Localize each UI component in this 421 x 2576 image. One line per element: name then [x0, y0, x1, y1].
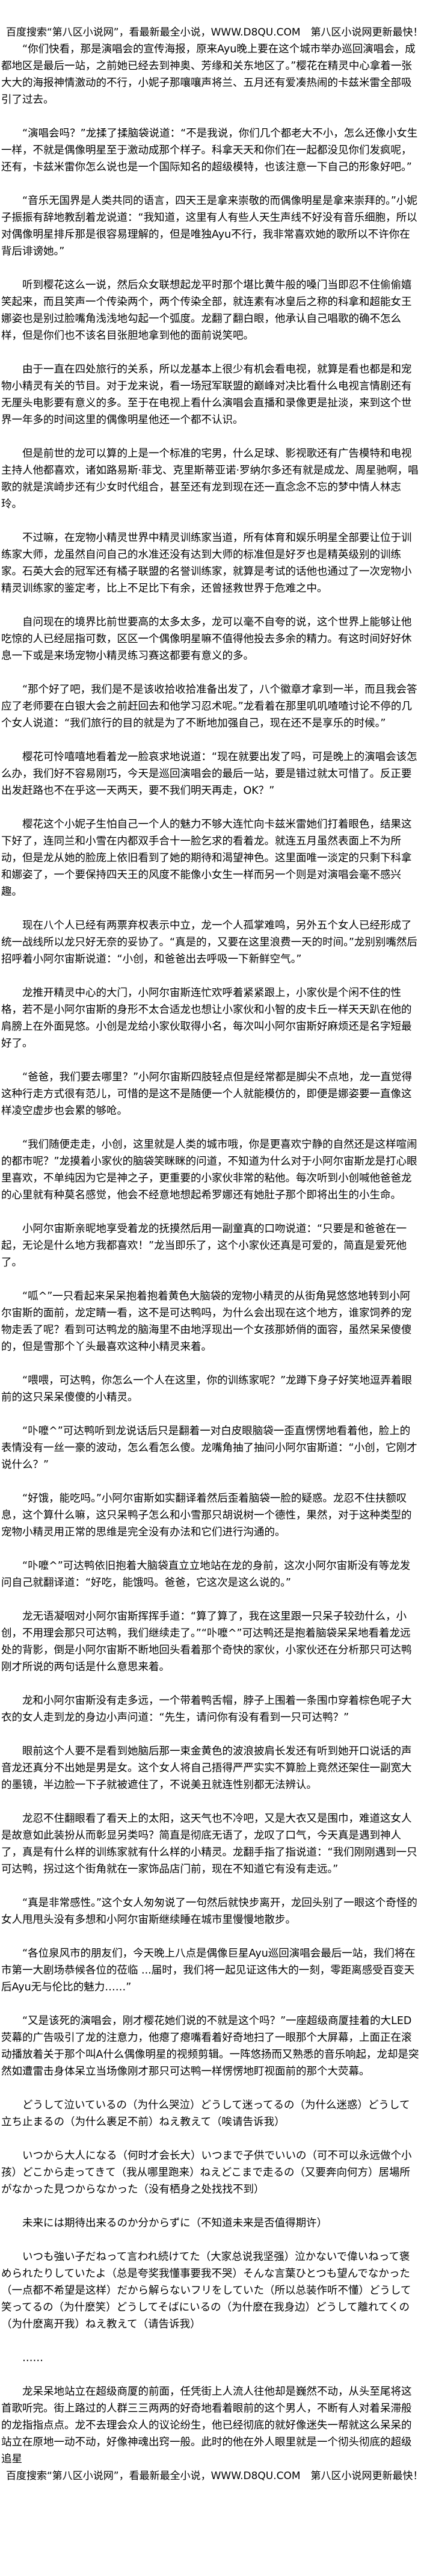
story-paragraph: 龙无语凝咽对小阿尔宙斯挥挥手道：“算了算了，我在这里跟一只呆子较劲什么，小创，不… [1, 1611, 412, 1673]
site-banner-top: 百度搜索“第八区小说网”，看最新最全小说，WWW.D8QU.COM 第八区小说网… [6, 26, 421, 39]
story-paragraph: “又是该死的演唱会，刚才樱花她们说的不就是这个吗？”一座超级商厦挂着的大LED荧… [1, 2015, 419, 2078]
story-paragraph: “各位泉风市的朋友们，今天晚上八点是偶像巨星Ayu巡回演唱会最后一站，我们将在市… [1, 1948, 416, 1993]
story-paragraph: 龙和小阿尔宙斯没有走多远，一个带着鸭舌帽，脖子上围着一条围巾穿着棕色呢子大衣的女… [1, 1695, 412, 1724]
story-paragraph: “音乐无国界是人类共同的语言，四天王是拿来崇敬的而偶像明星是拿来崇拜的。”小妮子… [1, 195, 417, 258]
story-paragraph: …… [22, 2352, 43, 2364]
story-paragraph: 龙忍不住翻眼看了看天上的太阳，这天气也不冷吧，又是大衣又是围巾，难道这女人是故意… [1, 1813, 417, 1875]
site-banner-bottom: 百度搜索“第八区小说网”，看最新最全小说，WWW.D8QU.COM 第八区小说网… [6, 2470, 421, 2482]
story-paragraph: “爸爸，我们要去哪里？”小阿尔宙斯四肢轻点但是经常都是脚尖不点地，龙一直觉得这种… [1, 1071, 413, 1117]
story-paragraph: “卟嚒^”可达鸭依旧抱着大脑袋直立立地站在龙的身前，这次小阿尔宙斯没有等龙发问自… [1, 1560, 411, 1589]
story-paragraph: どうして泣いているの（为什么哭泣）どうして迷ってるの（为什么迷惑）どうして立ち止… [1, 2099, 410, 2128]
story-paragraph: 但是前世的龙可以算的上是一个标准的宅男，什么足球、影视歌还有广告模特和电视主持人… [1, 448, 419, 510]
story-paragraph: 自问现在的境界比前世要高的太多太多，龙可以毫不自夸的说，这个世界上能够让他吃惊的… [1, 616, 412, 662]
story-paragraph: 眼前这个人要不是看到她脑后那一束金黄色的波浪披肩长发还有听到她开口说话的声音龙还… [1, 1745, 412, 1791]
story-paragraph: 未来には期待出来るのか分からずに（不知道未来是否值得期许） [22, 2217, 328, 2229]
story-paragraph: “卟嚒^”可达鸭听到龙说话后只是翻着一对白皮眼脑袋一歪直愣愣地看着他，脸上的表情… [1, 1425, 417, 1471]
story-paragraph: “好饿，能吃吗。”小阿尔宙斯如实翻译着然后歪着脑袋一脸的疑惑。龙忍不住扶额叹息，… [1, 1493, 412, 1538]
story-paragraph: 不过嘛，在宠物小精灵世界中精灵训练家当道，所有体育和娱乐明星全部要让位于训练家大… [1, 532, 412, 595]
chapter-body: “你们快看，那是演唱会的宣传海报，原来Ayu晚上要在这个城市举办巡回演唱会，成都… [1, 41, 420, 2468]
story-paragraph: “那个好了吧，我们是不是该收拾收拾准备出发了，八个徽章才拿到一半，而且我会答应了… [1, 684, 417, 729]
story-paragraph: いつも強い子だねって言われ続けてた（大家总说我坚强）泣かないで偉いねって褒められ… [1, 2251, 411, 2330]
story-paragraph: いつから大人になる（何时才会长大）いつまで子供でいいの（可不可以永远做个小孩）ど… [1, 2150, 412, 2196]
story-paragraph: 龙推开精灵中心的大门，小阿尔宙斯连忙欢呼着紧紧跟上，小家伙是个闲不住的性格，若不… [1, 987, 412, 1050]
story-paragraph: “呱^”一只看起来呆呆抱着抱着黄色大脑袋的宠物小精灵的从街角晃悠悠地转到小阿尔宙… [1, 1290, 412, 1353]
chapter-page: 百度搜索“第八区小说网”，看最新最全小说，WWW.D8QU.COM 第八区小说网… [1, 26, 421, 2482]
story-paragraph: “演唱会吗？”龙揉了揉脑袋说道：“不是我说，你们几个都老大不小，怎么还像小女生一… [1, 128, 418, 173]
story-paragraph: 樱花可怜嘻嘻地看着龙一脸哀求地说道：“现在就要出发了吗，可是晚上的演唱会该怎么办… [1, 751, 417, 797]
story-paragraph: 龙呆呆地站立在超级商厦的前面，任凭街上人流人往他却是巍然不动，从头至尾将这首歌听… [1, 2386, 412, 2465]
story-paragraph: 听到樱花这么一说，然后众女联想起龙平时那个堪比黄牛般的嗓门当即忍不住偷偷嬉笑起来… [1, 279, 412, 342]
story-paragraph: 现在八个人已经有两票弃权表示中立，龙一个人孤掌难鸣，另外五个女人已经形成了统一战… [1, 920, 417, 965]
story-paragraph: “你们快看，那是演唱会的宣传海报，原来Ayu晚上要在这个城市举办巡回演唱会，成都… [1, 43, 416, 106]
story-paragraph: 樱花这个小妮子生怕自己一个人的魅力不够大连忙向卡兹米雷她们打着眼色，结果这下好了… [1, 819, 412, 898]
story-paragraph: 小阿尔宙斯亲昵地享受着龙的抚摸然后用一副童真的口吻说道：“只要是和爸爸在一起，无… [1, 1223, 407, 1269]
story-paragraph: 由于一直在四处旅行的关系，所以龙基本上很少有机会看电视，就算是看也都是和宠物小精… [1, 364, 412, 426]
story-paragraph: “我们随便走走，小创，这里就是人类的城市哦，你是更喜欢宁静的自然还是这样喧闹的都… [1, 1139, 417, 1201]
story-paragraph: “喂喂，可达鸭，你怎么一个人在这里，你的训练家呢？”龙蹲下身子好笑地逗弄着眼前的… [1, 1375, 413, 1404]
story-paragraph: “真是非常感性。”这个女人匆匆说了一句然后就快步离开，龙回头别了一眼这个奇怪的女… [1, 1897, 417, 1926]
